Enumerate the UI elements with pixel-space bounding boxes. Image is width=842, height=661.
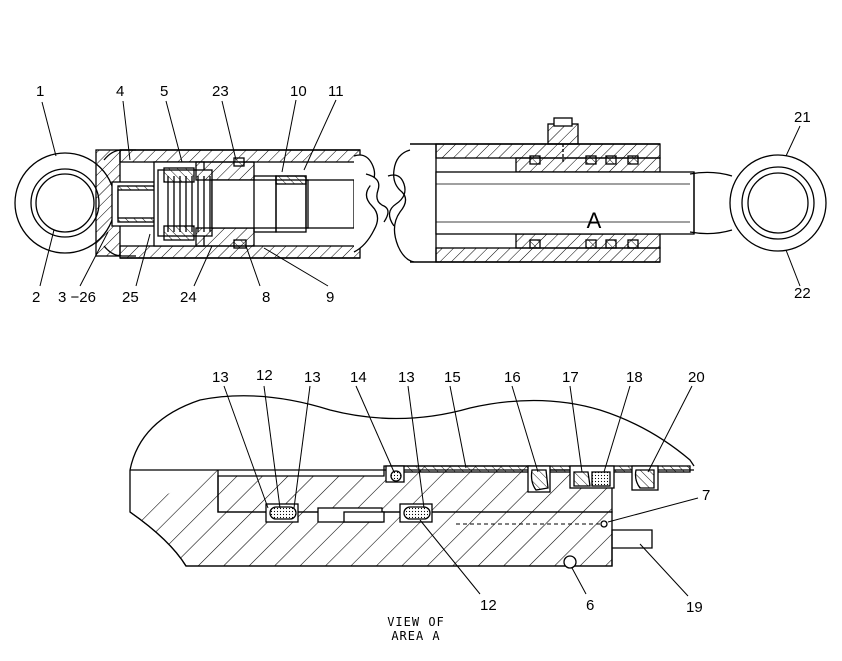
left-eye-bushing (30, 168, 100, 238)
callout-15: 15 (444, 369, 461, 386)
callout-11: 11 (328, 83, 344, 100)
area-a-detail (129, 395, 695, 569)
callout-23: 23 (212, 83, 229, 100)
callout-13-a: 13 (212, 369, 229, 386)
callout-21: 21 (794, 109, 811, 126)
bottom-callouts: 13 12 13 14 13 15 16 17 18 20 7 12 6 19 (212, 367, 710, 616)
callout-5: 5 (160, 83, 168, 100)
callout-13-b: 13 (304, 369, 321, 386)
callout-7: 7 (702, 487, 710, 504)
callout-17: 17 (562, 369, 579, 386)
callout-4: 4 (116, 83, 124, 100)
callout-2: 2 (32, 289, 40, 306)
bottom-leaders (223, 385, 699, 597)
right-eye-bore (747, 172, 809, 234)
callout-16: 16 (504, 369, 521, 386)
right-eye-bushing (741, 166, 815, 240)
section-letter: A (587, 208, 602, 233)
callout-25: 25 (122, 289, 139, 306)
callout-10: 10 (290, 83, 307, 100)
cylinder-left-section (14, 149, 389, 259)
callout-12-b: 12 (480, 597, 497, 614)
callout-9: 9 (326, 289, 334, 306)
callout-20: 20 (688, 369, 705, 386)
callout-19: 19 (686, 599, 703, 616)
callout-24: 24 (180, 289, 197, 306)
callout-3-26: 3 −26 (58, 289, 96, 306)
caption-line-1: VIEW OF (387, 615, 445, 629)
callout-1: 1 (36, 83, 44, 100)
right-eye-outer (729, 154, 827, 252)
callout-14: 14 (350, 369, 367, 386)
callout-12-a: 12 (256, 367, 273, 384)
callout-13-c: 13 (398, 369, 415, 386)
caption-line-2: AREA A (391, 629, 440, 643)
callout-8: 8 (262, 289, 270, 306)
top-callouts: 1 4 5 23 10 11 21 2 3 −26 25 24 8 9 22 (32, 83, 811, 306)
callout-22: 22 (794, 285, 811, 302)
left-eye-bore (35, 173, 95, 233)
callout-6: 6 (586, 597, 594, 614)
callout-18: 18 (626, 369, 643, 386)
cylinder-right-section (387, 117, 827, 263)
top-leaders (39, 99, 801, 287)
